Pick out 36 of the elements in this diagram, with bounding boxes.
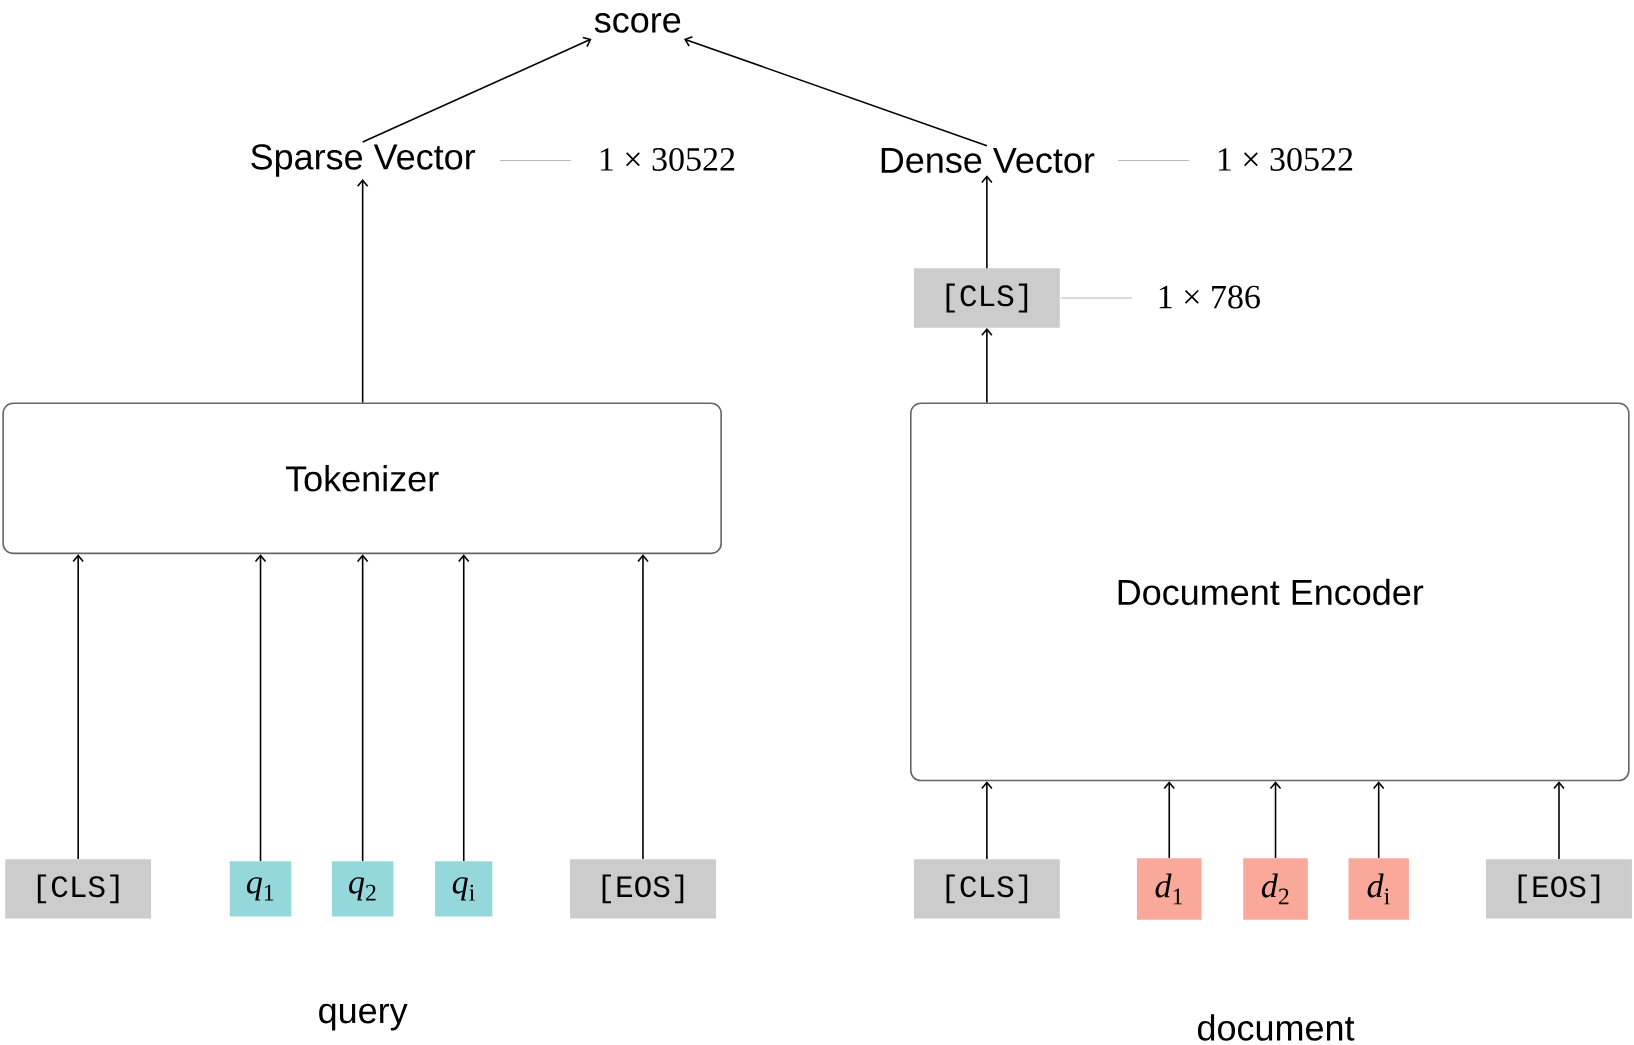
arrow — [981, 175, 993, 269]
token-box: q$_{1}$ — [229, 861, 292, 917]
token-box: d$_{1}$ — [1136, 858, 1202, 920]
arrow — [254, 554, 267, 862]
arrow — [1269, 781, 1282, 859]
token-box: [EOS] — [1486, 859, 1632, 919]
arrow — [981, 781, 993, 860]
token-box: q$_{i}$ — [435, 861, 493, 917]
arrow — [356, 554, 369, 862]
token-box: d$_{2}$ — [1243, 858, 1308, 920]
arrow — [72, 554, 84, 860]
arrow — [981, 327, 993, 404]
process-box: Tokenizer — [2, 402, 722, 555]
group-label: document — [1198, 1014, 1355, 1041]
arrow — [1553, 781, 1565, 860]
arrow — [637, 554, 649, 860]
token-box: [CLS] — [913, 859, 1060, 919]
process-box: Document Encoder — [910, 402, 1630, 782]
arrow — [684, 35, 988, 147]
arrow — [1163, 781, 1176, 859]
dimension-label: 1 × 30522 — [600, 147, 735, 171]
group-label: query — [319, 1003, 408, 1031]
node-label: Dense Vector — [881, 147, 1095, 174]
arrow — [457, 554, 470, 862]
dimension-label: 1 × 30522 — [1218, 147, 1353, 171]
arrow — [361, 36, 592, 143]
dimension-label: 1 × 786 — [1159, 285, 1260, 309]
token-box: [CLS] — [5, 859, 152, 919]
node-label: Sparse Vector — [251, 144, 476, 177]
token-box: [EOS] — [570, 859, 716, 919]
arrow — [1372, 781, 1385, 859]
token-box: [CLS] — [913, 268, 1060, 328]
node-label: score — [594, 13, 681, 33]
token-box: d$_{i}$ — [1348, 858, 1409, 920]
token-box: q$_{2}$ — [331, 861, 394, 917]
arrow — [356, 179, 369, 404]
